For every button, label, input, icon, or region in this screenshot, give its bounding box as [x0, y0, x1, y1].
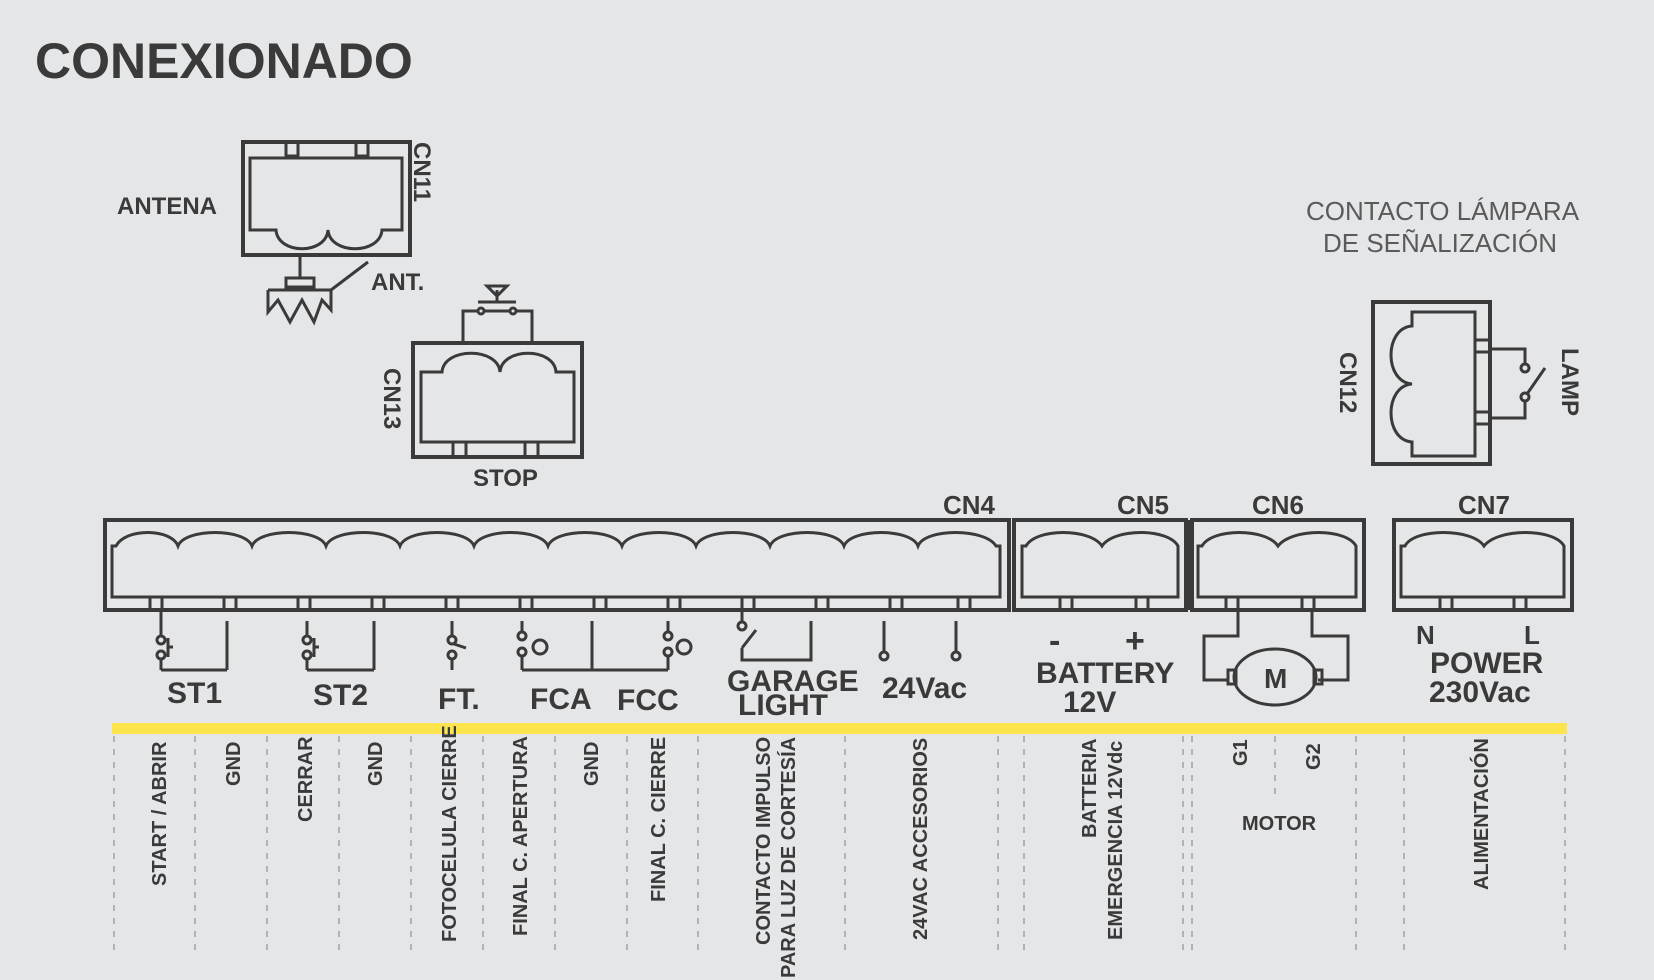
terminal-battery-line1: BATTERY: [1036, 657, 1174, 690]
column-dividers: [113, 736, 1566, 955]
antenna-symbol-label: ANT.: [371, 269, 424, 296]
battery-plus: +: [1125, 622, 1145, 660]
page-title: CONEXIONADO: [35, 33, 413, 89]
terminal-st1: ST1: [167, 677, 222, 710]
cn12-connector: [1371, 300, 1492, 466]
fn-bateria-line1: BATTERIA: [1079, 738, 1101, 838]
fn-gnd-1: GND: [223, 742, 245, 786]
stop-button-icon: [461, 284, 534, 343]
terminal-fcc: FCC: [617, 684, 679, 717]
fn-bateria-line2: EMERGENCIA 12Vdc: [1105, 741, 1127, 940]
terminal-garage-line1: GARAGE: [727, 665, 859, 698]
fn-final-apertura: FINAL C. APERTURA: [510, 736, 532, 936]
terminal-st2: ST2: [313, 679, 368, 712]
fn-g1: G1: [1230, 739, 1252, 766]
terminal-garage-line2: LIGHT: [738, 689, 828, 722]
fn-final-cierre: FINAL C. CIERRE: [648, 737, 670, 902]
fn-g2: G2: [1303, 743, 1325, 770]
fn-start: START / ABRIR: [149, 741, 171, 886]
cn4-connector: [103, 518, 1011, 612]
cn5-label: CN5: [1117, 490, 1169, 520]
cn12-label: CN12: [1334, 352, 1361, 413]
fn-fotocelula: FOTOCELULA CIERRE: [439, 725, 461, 942]
terminal-power-line2: 230Vac: [1429, 676, 1531, 709]
fn-contacto-line2: PARA LUZ DE CORTESÍA: [777, 737, 800, 978]
motor-symbol: M: [1264, 663, 1287, 694]
terminal-n: N: [1416, 620, 1435, 650]
terminal-battery-line2: 12V: [1063, 686, 1116, 719]
antenna-label: ANTENA: [117, 193, 217, 220]
cn5-connector: [1012, 518, 1188, 612]
fn-gnd-2: GND: [365, 742, 387, 786]
cn11-label: CN11: [408, 142, 435, 202]
cn6-label: CN6: [1252, 490, 1304, 520]
terminal-24vac: 24Vac: [882, 672, 967, 705]
terminal-symbols: [155, 610, 1350, 707]
cn4-label: CN4: [943, 490, 996, 520]
function-labels: START / ABRIR GND CERRAR GND FOTOCELULA …: [149, 725, 1493, 978]
cn13-label: CN13: [378, 368, 405, 429]
terminal-power-line1: POWER: [1430, 647, 1544, 680]
fn-motor: MOTOR: [1242, 813, 1317, 835]
terminal-l: L: [1524, 620, 1540, 650]
lamp-label: LAMP: [1556, 348, 1583, 416]
cn7-connector: [1392, 518, 1574, 612]
terminal-ft: FT.: [438, 683, 480, 716]
fn-alimentacion: ALIMENTACIÓN: [1469, 738, 1493, 890]
yellow-stripe: [112, 723, 1567, 734]
cn6-connector: [1190, 518, 1366, 612]
cn11-connector: [241, 140, 412, 257]
lamp-switch-icon: [1490, 347, 1547, 420]
fn-contacto-line1: CONTACTO IMPULSO: [753, 737, 775, 945]
cn13-connector: [411, 341, 584, 459]
lamp-contact-line1: CONTACTO LÁMPARA: [1306, 196, 1580, 226]
fn-cerrar: CERRAR: [295, 736, 317, 822]
fn-accesorios: 24VAC ACCESORIOS: [910, 738, 932, 940]
antenna-icon: [266, 255, 369, 326]
stop-label: STOP: [473, 465, 538, 492]
terminal-fca: FCA: [530, 683, 592, 716]
cn5-cn6-divider: [1185, 520, 1193, 610]
fn-gnd-3: GND: [581, 742, 603, 786]
lamp-contact-line2: DE SEÑALIZACIÓN: [1323, 228, 1557, 258]
battery-minus: -: [1049, 622, 1060, 660]
cn7-label: CN7: [1458, 490, 1510, 520]
